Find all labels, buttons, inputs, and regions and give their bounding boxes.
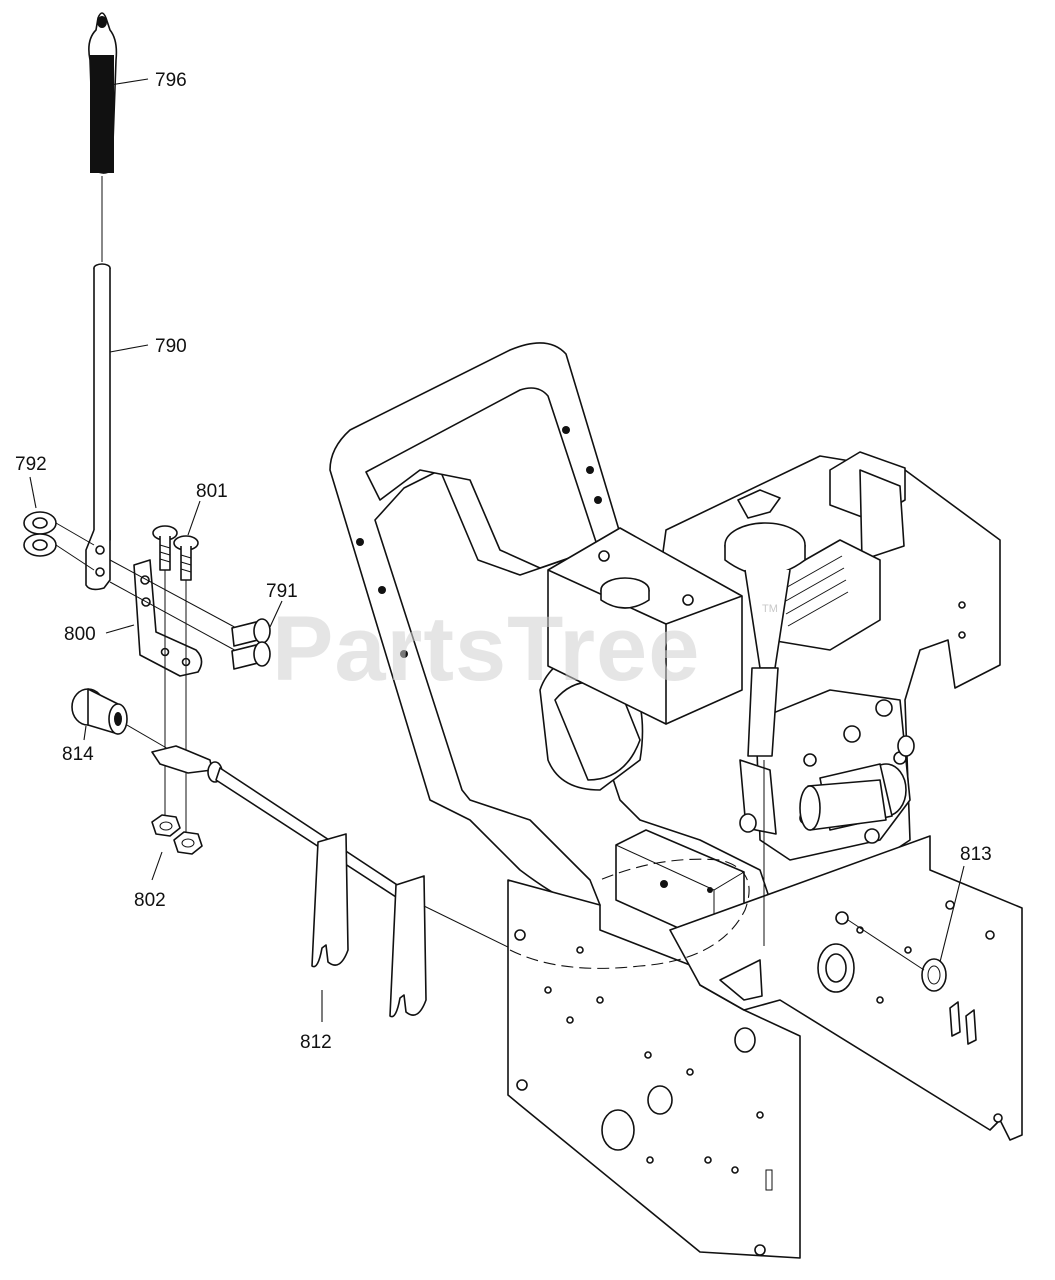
oil-fill-cap [724, 489, 806, 757]
shaft-axis-line [423, 905, 511, 949]
frame-side-plate [507, 879, 801, 1259]
output-shaft [799, 779, 887, 831]
leader-814 [83, 725, 87, 741]
callout-814: 814 [62, 744, 94, 765]
hex-bolt-pair [152, 525, 199, 840]
leader-802 [151, 851, 163, 881]
callout-796: 796 [155, 70, 187, 91]
hex-bolt-pair-side [231, 618, 271, 670]
leader-813 [939, 865, 965, 963]
callout-800: 800 [64, 624, 96, 645]
retainer-clip [847, 919, 947, 992]
belt-path-outline [509, 858, 750, 969]
shift-fork-right [389, 875, 427, 1018]
hex-nut-pair [151, 814, 203, 855]
shift-fork-left [311, 833, 349, 968]
leader-801 [187, 500, 201, 536]
leader-791 [269, 600, 283, 628]
shift-rod [85, 263, 111, 591]
leader-792 [29, 476, 37, 509]
fuel-tank [547, 527, 743, 725]
shift-bracket [109, 559, 241, 677]
leader-790 [109, 344, 149, 353]
shift-shaft [151, 745, 424, 912]
callout-791: 791 [266, 581, 298, 602]
callout-802: 802 [134, 890, 166, 911]
wave-washer-pair [23, 511, 95, 571]
callout-790: 790 [155, 336, 187, 357]
leader-796 [109, 78, 149, 86]
leader-800 [105, 624, 135, 634]
callout-812: 812 [300, 1032, 332, 1053]
callout-801: 801 [196, 481, 228, 502]
callout-813: 813 [960, 844, 992, 865]
watermark-text: PartsTree [272, 598, 700, 700]
shift-handle-grip [88, 12, 118, 174]
watermark-trademark: TM [762, 603, 778, 615]
callout-792: 792 [15, 454, 47, 475]
flange-bushing [71, 688, 171, 751]
